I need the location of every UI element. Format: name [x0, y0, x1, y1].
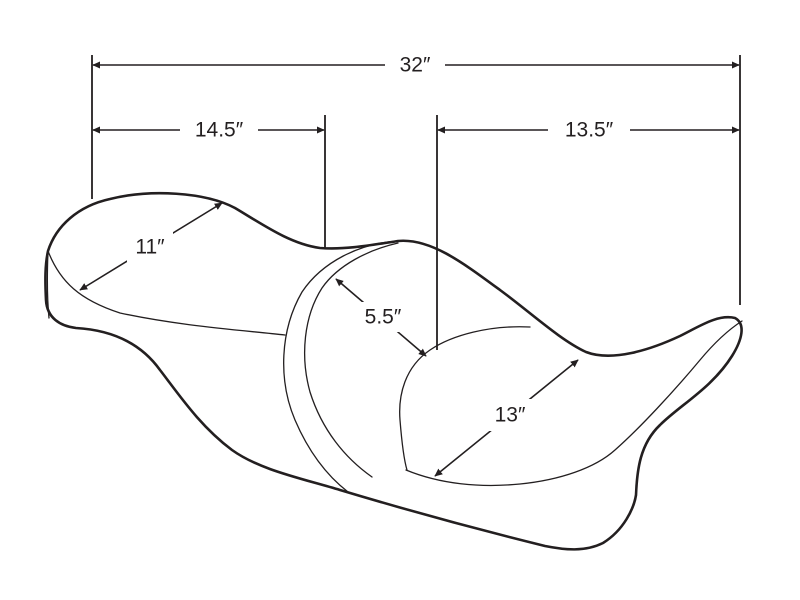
rear-seat-width-label: 13″ — [495, 404, 526, 427]
rear-seat-bottom-seam — [405, 320, 743, 487]
front-seat-width-label: 11″ — [135, 236, 165, 259]
overall-length-label: 32″ — [400, 54, 431, 77]
dimension-backrest-height: 5.5″ — [335, 278, 427, 357]
front-side-seam — [47, 250, 286, 336]
backrest-height-label: 5.5″ — [365, 306, 402, 329]
seat-outline — [44, 191, 743, 551]
dimension-rear-seat-length: 13.5″ — [437, 115, 740, 145]
front-seat-length-label: 14.5″ — [195, 119, 244, 142]
dimension-overall-length: 32″ — [92, 50, 740, 80]
backrest-outer-piping — [283, 240, 399, 493]
backrest-inner-piping — [303, 242, 399, 478]
extension-lines — [91, 55, 741, 350]
rear-seat-inset-edge — [399, 326, 531, 471]
dimension-rear-seat-width: 13″ — [434, 359, 579, 477]
front-corner-seam — [46, 250, 50, 319]
dimension-front-seat-width: 11″ — [79, 202, 223, 291]
motorcycle-seat — [44, 191, 743, 551]
rear-seat-length-label: 13.5″ — [565, 119, 614, 142]
dimension-front-seat-length: 14.5″ — [92, 115, 325, 145]
